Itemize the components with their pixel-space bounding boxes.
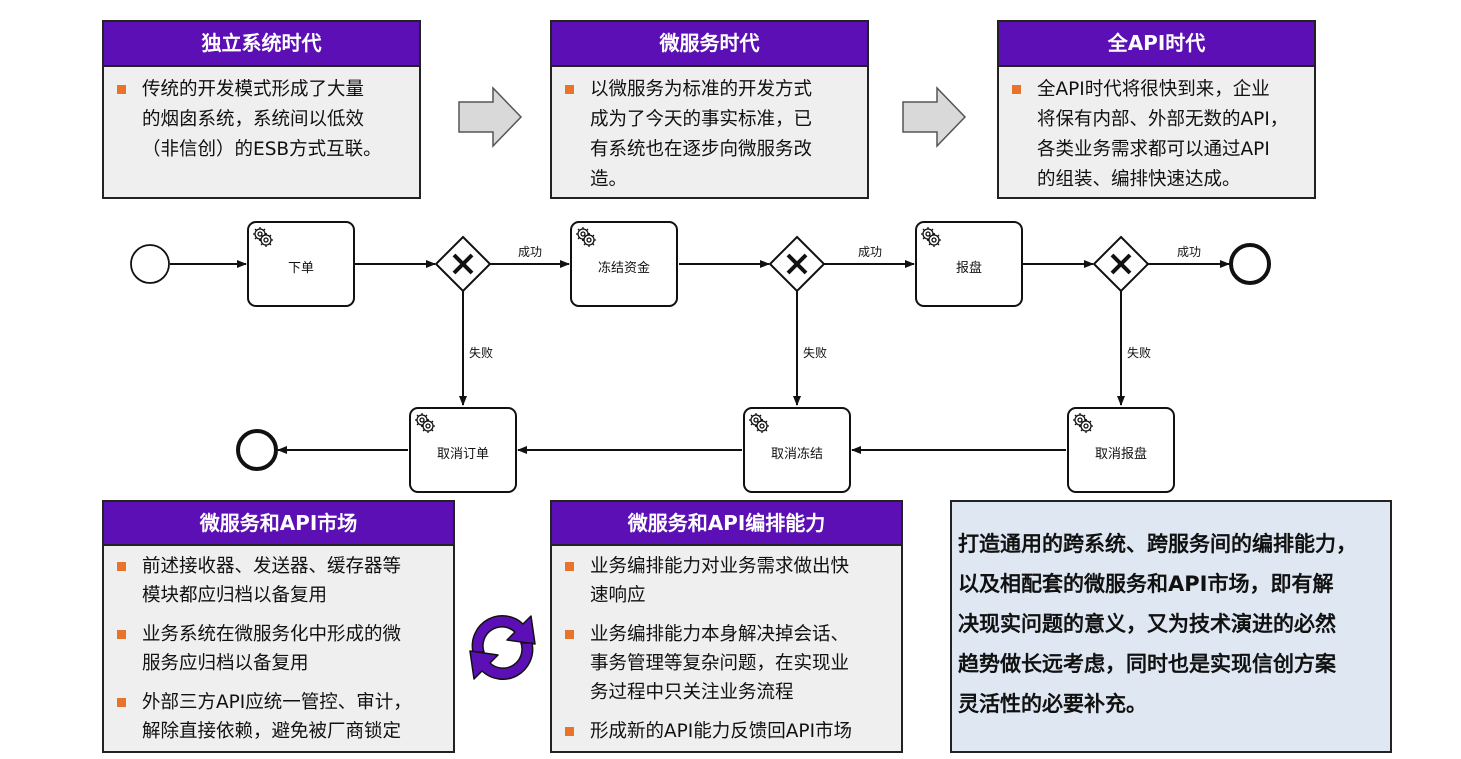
task-label: 报盘 [955,261,982,276]
era-description: 传统的开发模式形成了大量 的烟囱系统，系统间以低效 （非信创）的ESB方式互联。 [104,67,419,165]
era-text-line: 的烟囱系统，系统间以低效 [142,109,365,130]
flow-label-fail: 失败 [1127,346,1152,360]
bullet-icon [117,630,126,639]
gear-icon [1073,413,1093,433]
era-description: 以微服务为标准的开发方式 成为了今天的事实标准，已 有系统也在逐步向微服务改 造… [552,67,867,195]
summary-line: 打造通用的跨系统、跨服务间的编排能力， [958,532,1357,556]
flow-label-success: 成功 [858,245,883,259]
list-item: 业务系统在微服务化中形成的微服务应归档以备复用 [117,620,449,678]
bullet-icon [565,630,574,639]
right-arrow-icon [902,86,967,148]
era-panel-standalone: 独立系统时代 传统的开发模式形成了大量 的烟囱系统，系统间以低效 （非信创）的E… [102,20,421,199]
task-cancel-order: 取消订单 [409,407,517,493]
exclusive-gateway [434,235,492,293]
task-label: 冻结资金 [597,261,650,276]
end-event-cancel [236,429,278,471]
bullet-icon [117,562,126,571]
era-text-line: 各类业务需求都可以通过API [1037,139,1270,160]
right-arrow-icon [458,86,523,148]
list-item: 业务编排能力对业务需求做出快速响应 [565,552,897,610]
cycle-arrows-icon [469,615,536,680]
exclusive-gateway [768,235,826,293]
list-item: 外部三方API应统一管控、审计，解除直接依赖，避免被厂商锁定 [117,688,449,746]
summary-line: 以及相配套的微服务和API市场，即有解 [958,572,1334,596]
era-text-line: 造。 [590,169,628,190]
start-event [130,244,170,284]
task-submit-quote: 报盘 [915,221,1023,307]
orchestration-list: 业务编排能力对业务需求做出快速响应 业务编排能力本身解决掉会话、事务管理等复杂问… [552,546,901,746]
list-item: 前述接收器、发送器、缓存器等模块都应归档以备复用 [117,552,449,610]
era-text-line: （非信创）的ESB方式互联。 [142,139,382,160]
flow-label-success: 成功 [518,245,543,259]
task-label: 取消报盘 [1094,447,1147,462]
era-title: 微服务时代 [552,22,867,67]
era-text-line: 的组装、编排快速达成。 [1037,169,1241,190]
bullet-icon [565,727,574,736]
bullet-icon [117,698,126,707]
api-market-panel: 微服务和API市场 前述接收器、发送器、缓存器等模块都应归档以备复用 业务系统在… [102,500,455,753]
gear-icon [921,227,941,247]
gear-icon [749,413,769,433]
gear-icon [253,227,273,247]
gear-icon [576,227,596,247]
era-text-line: 有系统也在逐步向微服务改 [590,139,813,160]
summary-line: 灵活性的必要补充。 [958,692,1147,716]
panel-title: 微服务和API市场 [104,502,453,546]
bullet-icon [565,85,574,94]
era-description: 全API时代将很快到来，企业 将保有内部、外部无数的API， 各类业务需求都可以… [999,67,1314,195]
task-freeze-funds: 冻结资金 [570,221,678,307]
summary-line: 趋势做长远考虑，同时也是实现信创方案 [958,652,1336,676]
task-place-order: 下单 [247,221,355,307]
end-event-success [1229,243,1271,285]
task-label: 下单 [287,261,314,276]
task-cancel-freeze: 取消冻结 [743,407,851,493]
era-title: 全API时代 [999,22,1314,67]
exclusive-gateway [1092,235,1150,293]
bullet-icon [1012,85,1021,94]
task-label: 取消冻结 [770,447,823,462]
era-panel-full-api: 全API时代 全API时代将很快到来，企业 将保有内部、外部无数的API， 各类… [997,20,1316,199]
era-text-line: 成为了今天的事实标准，已 [590,109,813,130]
market-list: 前述接收器、发送器、缓存器等模块都应归档以备复用 业务系统在微服务化中形成的微服… [104,546,453,746]
era-text-line: 全API时代将很快到来，企业 [1012,75,1308,105]
era-title: 独立系统时代 [104,22,419,67]
summary-line: 决现实问题的意义，又为技术演进的必然 [958,612,1336,636]
task-label: 取消订单 [436,447,489,462]
era-text-line: 以微服务为标准的开发方式 [565,75,861,105]
era-text-line: 传统的开发模式形成了大量 [117,75,413,105]
bullet-icon [117,85,126,94]
flow-label-success: 成功 [1177,245,1202,259]
bullet-icon [565,562,574,571]
list-item: 业务编排能力本身解决掉会话、事务管理等复杂问题，在实现业务过程中只关注业务流程 [565,620,897,707]
flow-label-fail: 失败 [469,346,494,360]
era-panel-microservice: 微服务时代 以微服务为标准的开发方式 成为了今天的事实标准，已 有系统也在逐步向… [550,20,869,199]
summary-box: 打造通用的跨系统、跨服务间的编排能力， 以及相配套的微服务和API市场，即有解 … [950,500,1392,753]
panel-title: 微服务和API编排能力 [552,502,901,546]
api-orchestration-panel: 微服务和API编排能力 业务编排能力对业务需求做出快速响应 业务编排能力本身解决… [550,500,903,753]
task-cancel-quote: 取消报盘 [1067,407,1175,493]
list-item: 形成新的API能力反馈回API市场 [565,717,897,746]
era-text-line: 将保有内部、外部无数的API， [1037,109,1289,130]
gear-icon [415,413,435,433]
flow-label-fail: 失败 [803,346,828,360]
